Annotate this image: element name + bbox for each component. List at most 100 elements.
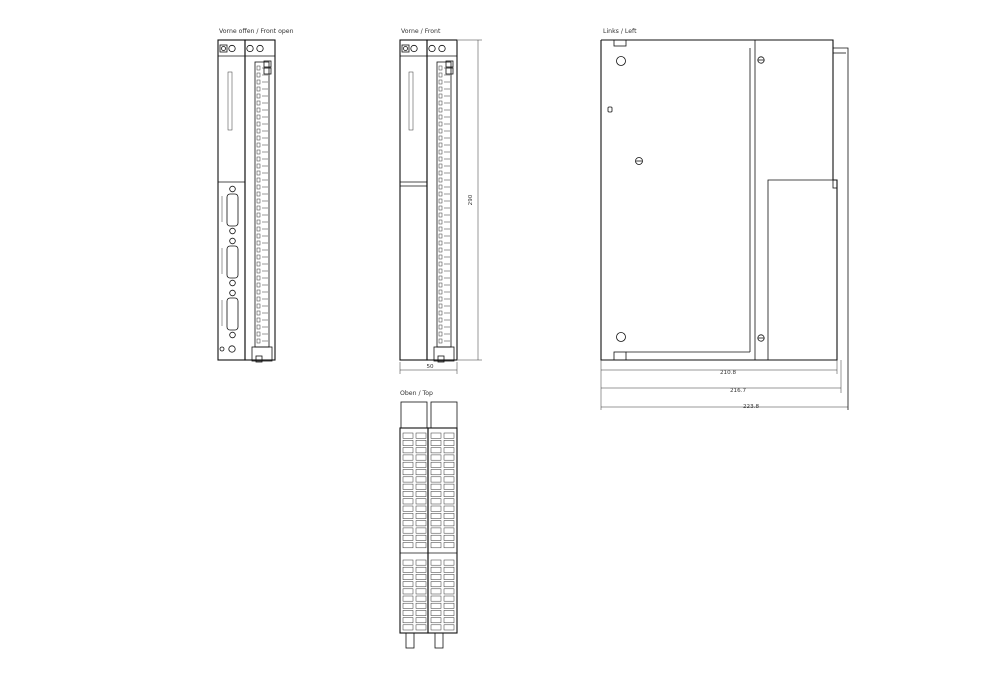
terminal-slot [256,296,261,302]
terminal-cell [430,602,442,609]
terminal-slot [256,261,261,267]
svg-text:216.7: 216.7 [730,388,746,394]
terminal-slot [438,100,443,106]
terminal-cell [402,432,414,439]
terminal-slot [256,205,261,211]
screw-icon [246,44,254,53]
terminal-slot [438,121,443,127]
terminal-slot [438,177,443,183]
terminal-cell [430,440,442,446]
terminal-cell [443,595,455,602]
terminal-cell [415,440,427,446]
width-dimension-label: 50 [426,364,434,370]
terminal-slot [438,142,443,148]
terminal-cell [443,476,455,483]
terminal-cell [415,505,427,512]
terminal-cell [430,581,442,588]
terminal-slot [256,191,261,197]
terminal-cell [402,454,414,461]
terminal-slot [256,247,261,253]
terminal-slot [438,149,443,155]
side-housing-outline [600,39,838,361]
terminal-cell [415,476,427,483]
terminal-cell [443,505,455,512]
terminal-slot [256,226,261,232]
terminal-slot [438,198,443,204]
terminal-cell [415,595,427,602]
subd-connector-3 [226,297,239,331]
module-right-outline [244,39,276,361]
terminal-cell [443,498,455,505]
front-open-view-title: Vorne offen / Front open [219,28,294,35]
terminal-cell [402,617,414,624]
terminal-slot [256,310,261,316]
terminal-slot [438,184,443,190]
terminal-slot [256,233,261,239]
terminal-cell [430,595,442,602]
screw-icon [228,345,236,353]
terminal-cell [415,520,427,527]
terminal-slot [438,240,443,246]
terminal-slot [256,93,261,99]
terminal-cell [430,617,442,624]
terminal-cell [430,534,442,541]
terminal-cell [430,491,442,497]
terminal-cell [415,542,427,549]
terminal-slot [256,338,261,344]
terminal-cell [430,447,442,454]
terminal-slot [438,247,443,253]
terminal-cell [443,440,455,446]
terminal-cell [415,617,427,624]
terminal-cell [415,491,427,497]
terminal-cell [443,461,455,468]
terminal-slot [438,233,443,239]
terminal-cell [415,527,427,534]
terminal-slot [256,86,261,92]
front-open-view: Vorne offen / Front open [217,28,294,363]
terminal-cell [415,454,427,461]
terminal-slot [438,254,443,260]
terminal-cell [430,542,442,549]
terminal-cell [402,624,414,631]
terminal-cell [402,610,414,616]
terminal-cell [430,476,442,483]
terminal-cell [415,574,427,580]
terminal-slot [256,268,261,274]
module-right-outline [426,39,458,361]
front-view: Vorne / Front 290 50 [399,28,482,374]
terminal-cell [443,469,455,476]
terminal-cell [415,559,427,566]
screw-icon [757,334,765,342]
terminal-cell [430,610,442,616]
terminal-slot [438,310,443,316]
terminal-cell [430,498,442,505]
terminal-cell [415,566,427,573]
terminal-cell [443,491,455,497]
terminal-slot [438,65,443,71]
terminal-cell [443,542,455,549]
terminal-cell [443,566,455,573]
terminal-slot [438,191,443,197]
left-view-title: Links / Left [603,28,637,35]
terminal-slot [256,198,261,204]
screw-icon [228,44,236,53]
terminal-cell [430,520,442,527]
terminal-slot [256,72,261,78]
terminal-cell [415,483,427,490]
terminal-cell [415,447,427,454]
terminal-slot [438,338,443,344]
terminal-slot [256,282,261,288]
terminal-cell [430,559,442,566]
terminal-slot [256,324,261,330]
terminal-cell [430,469,442,476]
terminal-slot [438,296,443,302]
terminal-slot [256,240,261,246]
terminal-cell [443,624,455,631]
mounting-hole [616,56,626,66]
terminal-slot [256,303,261,309]
terminal-cell [443,447,455,454]
terminal-slot [256,275,261,281]
terminal-slot [438,128,443,134]
terminal-slot [256,156,261,162]
screw-icon [256,44,264,53]
